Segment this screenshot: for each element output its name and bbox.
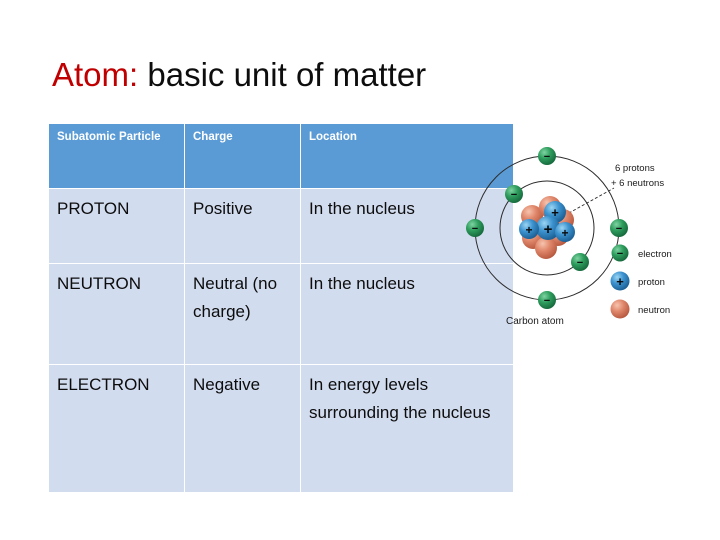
diagram-caption: Carbon atom	[506, 316, 564, 327]
legend-label-neutron: neutron	[638, 305, 670, 316]
table-row: ELECTRON Negative In energy levels surro…	[49, 365, 513, 492]
proton-icon	[610, 271, 630, 291]
svg-text:−: −	[544, 295, 550, 307]
svg-text:−: −	[544, 151, 550, 163]
svg-text:−: −	[577, 257, 583, 269]
table-row: PROTON Positive In the nucleus	[49, 189, 513, 263]
electron-on-inner-orbit: −	[505, 185, 523, 203]
neutron-icon	[610, 299, 630, 319]
nucleus-cluster: + + + +	[519, 196, 575, 259]
proton-sphere: +	[555, 222, 575, 242]
cell-location-neutron: In the nucleus	[301, 264, 513, 364]
cell-particle-neutron: NEUTRON	[49, 264, 184, 364]
electron-on-outer-orbit: −	[610, 219, 628, 237]
annotation-protons-label: 6 protons	[615, 163, 655, 174]
legend-label-electron: electron	[638, 249, 672, 260]
svg-text:−: −	[472, 223, 478, 235]
legend-item-electron: − electron	[611, 244, 672, 262]
cell-charge-proton: Positive	[185, 189, 300, 263]
legend-label-proton: proton	[638, 277, 665, 288]
svg-text:−: −	[511, 189, 517, 201]
page-title-accent: Atom:	[52, 56, 139, 93]
electron-on-outer-orbit: −	[538, 291, 556, 309]
page-title-rest: basic unit of matter	[138, 56, 427, 93]
table-row: NEUTRON Neutral (no charge) In the nucle…	[49, 264, 513, 364]
legend-item-proton: + proton	[610, 271, 665, 291]
cell-location-electron: In energy levels surrounding the nucleus	[301, 365, 513, 492]
electron-icon	[611, 244, 629, 262]
inner-orbit-ring	[499, 180, 595, 276]
carbon-atom-diagram: + + + + − − −	[462, 128, 720, 340]
diagram-legend: − electron + proton neutron	[610, 244, 672, 319]
subatomic-particle-table: Subatomic Particle Charge Location PROTO…	[48, 123, 514, 493]
cell-particle-proton: PROTON	[49, 189, 184, 263]
cell-charge-electron: Negative	[185, 365, 300, 492]
svg-text:+: +	[616, 274, 624, 289]
electron-on-inner-orbit: −	[571, 253, 589, 271]
cell-particle-electron: ELECTRON	[49, 365, 184, 492]
legend-item-neutron: neutron	[610, 299, 670, 319]
proton-sphere: +	[519, 219, 539, 239]
electron-on-outer-orbit: −	[466, 219, 484, 237]
page-title: Atom: basic unit of matter	[52, 55, 426, 95]
electron-on-outer-orbit: −	[538, 147, 556, 165]
column-header-location: Location	[301, 124, 513, 188]
annotation-neutrons-label: + 6 neutrons	[611, 178, 664, 189]
table-header-row: Subatomic Particle Charge Location	[49, 124, 513, 188]
neutron-sphere	[535, 237, 557, 259]
table-body: PROTON Positive In the nucleus NEUTRON N…	[49, 189, 513, 492]
column-header-particle: Subatomic Particle	[49, 124, 184, 188]
cell-charge-neutron: Neutral (no charge)	[185, 264, 300, 364]
svg-text:+: +	[544, 221, 553, 238]
column-header-charge: Charge	[185, 124, 300, 188]
proton-sphere: +	[536, 216, 560, 240]
svg-text:+: +	[551, 205, 559, 220]
table-header: Subatomic Particle Charge Location	[49, 124, 513, 188]
svg-text:+: +	[525, 223, 532, 237]
svg-text:−: −	[616, 223, 622, 235]
svg-text:−: −	[617, 248, 623, 260]
svg-text:+: +	[561, 226, 568, 240]
